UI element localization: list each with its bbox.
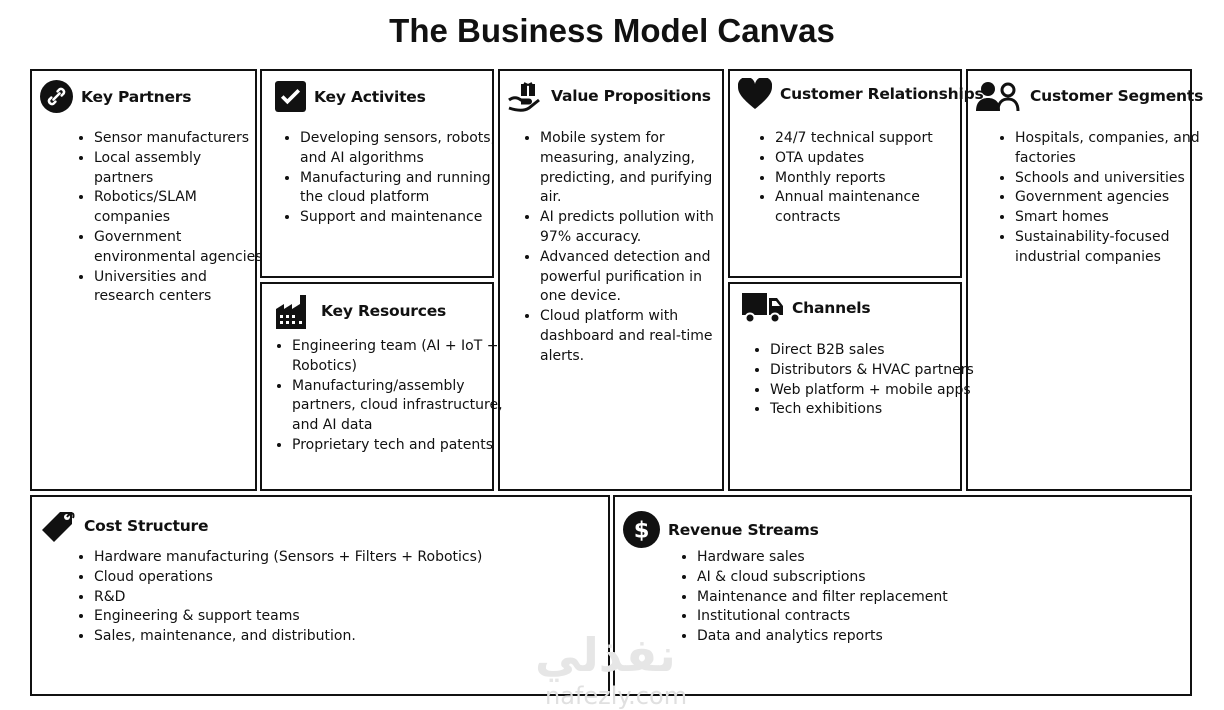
cost-structure-title: Cost Structure: [84, 517, 209, 535]
revenue-streams-list: Hardware sales AI & cloud subscriptions …: [677, 548, 1197, 647]
list-item: Tech exhibitions: [770, 400, 975, 420]
customer-segments-header: Customer Segments: [976, 81, 1203, 111]
link-icon: [40, 80, 73, 113]
svg-text:$: $: [634, 518, 650, 544]
list-item: Engineering team (AI + IoT + Robotics): [292, 337, 507, 377]
customer-relationships-title: Customer Relationships: [780, 85, 984, 103]
channels-header: Channels: [742, 293, 871, 323]
list-item: Government agencies: [1015, 188, 1205, 208]
list-item: Web platform + mobile apps: [770, 381, 975, 401]
dollar-icon: $: [623, 511, 660, 548]
channels-title: Channels: [792, 299, 871, 317]
customer-relationships-header: Customer Relationships: [738, 78, 984, 110]
key-resources-header: Key Resources: [275, 293, 446, 329]
revenue-streams-header: $ Revenue Streams: [623, 511, 819, 548]
list-item: Distributors & HVAC partners: [770, 361, 975, 381]
list-item: Hardware manufacturing (Sensors + Filter…: [94, 548, 614, 568]
cost-structure-header: Cost Structure: [40, 508, 208, 544]
customer-relationships-list: 24/7 technical support OTA updates Month…: [755, 129, 975, 228]
users-icon: [976, 82, 1020, 111]
key-resources-list: Engineering team (AI + IoT + Robotics) M…: [272, 337, 507, 456]
list-item: Manufacturing and running the cloud plat…: [300, 169, 505, 209]
key-partners-list: Sensor manufacturers Local assembly part…: [74, 129, 264, 307]
list-item: Schools and universities: [1015, 169, 1205, 189]
list-item: OTA updates: [775, 149, 975, 169]
key-partners-block: [30, 69, 257, 491]
key-partners-header: Key Partners: [40, 80, 191, 113]
page-title: The Business Model Canvas: [389, 12, 835, 49]
revenue-streams-block: [613, 495, 1192, 696]
customer-segments-title: Customer Segments: [1030, 87, 1204, 105]
key-activities-list: Developing sensors, robots, and AI algor…: [280, 129, 505, 228]
key-activities-block: [260, 69, 494, 278]
list-item: Proprietary tech and patents: [292, 436, 507, 456]
key-resources-title: Key Resources: [321, 302, 447, 320]
list-item: Engineering & support teams: [94, 607, 614, 627]
list-item: AI predicts pollution with 97% accuracy.: [540, 208, 730, 248]
list-item: Smart homes: [1015, 208, 1205, 228]
key-activities-header: Key Activites: [275, 81, 426, 112]
list-item: Maintenance and filter replacement: [697, 588, 1197, 608]
revenue-streams-title: Revenue Streams: [668, 520, 819, 539]
checkbox-icon: [275, 81, 306, 112]
list-item: Mobile system for measuring, analyzing, …: [540, 129, 730, 208]
gift-hand-icon: [508, 82, 540, 112]
list-item: Manufacturing/assembly partners, cloud i…: [292, 377, 507, 436]
value-propositions-header: Value Propositions: [507, 78, 711, 114]
factory-icon: [276, 295, 306, 329]
key-partners-title: Key Partners: [81, 87, 192, 106]
channels-block: [728, 282, 962, 491]
customer-segments-list: Hospitals, companies, and factories Scho…: [995, 129, 1205, 268]
list-item: Monthly reports: [775, 169, 975, 189]
value-propositions-list: Mobile system for measuring, analyzing, …: [520, 129, 730, 367]
list-item: Support and maintenance: [300, 208, 505, 228]
list-item: Data and analytics reports: [697, 627, 1197, 647]
list-item: Developing sensors, robots, and AI algor…: [300, 129, 505, 169]
customer-relationships-block: [728, 69, 962, 278]
heart-icon: [738, 78, 772, 109]
list-item: Sensor manufacturers: [94, 129, 264, 149]
list-item: Institutional contracts: [697, 607, 1197, 627]
list-item: Direct B2B sales: [770, 341, 975, 361]
list-item: Universities and research centers: [94, 268, 264, 308]
list-item: Annual maintenance contracts: [775, 188, 975, 228]
truck-icon: [742, 293, 783, 323]
list-item: Sustainability-focused industrial compan…: [1015, 228, 1205, 268]
price-tag-icon: [42, 512, 75, 542]
list-item: Government environmental agencies: [94, 228, 264, 268]
list-item: Hospitals, companies, and factories: [1015, 129, 1205, 169]
list-item: Local assembly partners: [94, 149, 264, 189]
list-item: AI & cloud subscriptions: [697, 568, 1197, 588]
channels-list: Direct B2B sales Distributors & HVAC par…: [750, 341, 975, 420]
key-activities-title: Key Activites: [314, 87, 426, 106]
list-item: Robotics/SLAM companies: [94, 188, 264, 228]
list-item: Cloud operations: [94, 568, 614, 588]
key-resources-block: [260, 282, 494, 491]
value-propositions-title: Value Propositions: [551, 87, 711, 105]
list-item: Sales, maintenance, and distribution.: [94, 627, 614, 647]
list-item: 24/7 technical support: [775, 129, 975, 149]
cost-structure-block: [30, 495, 610, 696]
list-item: Cloud platform with dashboard and real-t…: [540, 307, 730, 366]
list-item: Hardware sales: [697, 548, 1197, 568]
customer-segments-block: [966, 69, 1192, 491]
list-item: R&D: [94, 588, 614, 608]
cost-structure-list: Hardware manufacturing (Sensors + Filter…: [74, 548, 614, 647]
value-propositions-block: [498, 69, 724, 491]
list-item: Advanced detection and powerful purifica…: [540, 248, 730, 307]
